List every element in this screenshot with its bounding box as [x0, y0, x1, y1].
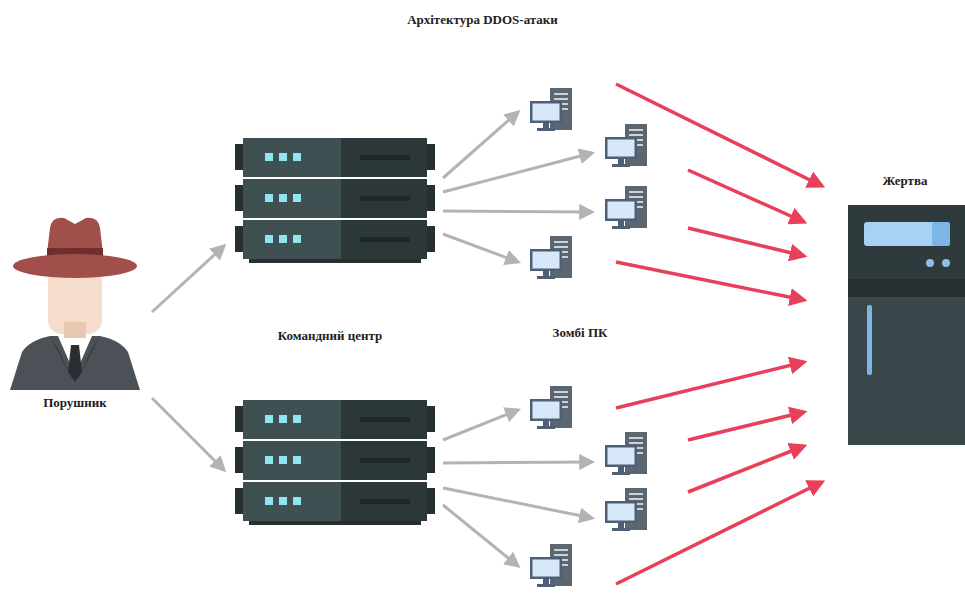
arrow-line [688, 228, 804, 256]
arrow-line [443, 112, 518, 178]
victim-server-part [867, 305, 872, 375]
victim-server-part [864, 222, 950, 246]
diagram-title: Архітектура DDOS-атаки [0, 12, 965, 28]
zombie-group-node: Зомбі ПК [515, 85, 690, 592]
attacker-figure-part [68, 345, 82, 382]
zombie-pcs-part [605, 186, 647, 229]
victim-server-part [942, 259, 950, 267]
attacker-figure-part [13, 254, 137, 278]
arrow-line [152, 398, 224, 470]
command-servers [235, 138, 435, 525]
arrow-line [616, 482, 822, 584]
arrow-line [616, 262, 804, 300]
arrow-line [688, 412, 804, 440]
zombie-pcs [530, 88, 647, 587]
node-label: Порушник [43, 395, 107, 411]
victim-server-part [848, 279, 965, 297]
zombie-pcs-part [605, 488, 647, 531]
attacker-figure-part [64, 322, 86, 338]
arrow-line [443, 234, 518, 262]
arrow-line [443, 488, 592, 518]
zombie-pcs-part [530, 88, 572, 131]
victim-server-part [848, 205, 965, 279]
arrow-line [443, 462, 592, 463]
zombie-pcs-part [605, 124, 647, 167]
attacker-figure-part [10, 336, 140, 390]
attack-arrows [152, 246, 224, 470]
attacker-figure-part [50, 336, 72, 380]
zombie-pcs-part [530, 544, 572, 587]
command-servers-part [235, 400, 435, 525]
arrow-line [443, 505, 518, 566]
zombie-pcs-part [530, 236, 572, 279]
attacker-figure [10, 218, 140, 390]
victim-server [848, 205, 965, 445]
arrow-line [616, 84, 822, 186]
attacker-node: Порушник [5, 215, 152, 430]
node-label: Командний центр [278, 328, 383, 344]
victim-node: Жертва [815, 165, 965, 450]
zombie-pcs-part [605, 432, 647, 475]
arrow-line [688, 170, 804, 222]
victim-server-part [932, 222, 950, 246]
victim-server-part [926, 259, 934, 267]
victim-server-part [848, 205, 965, 445]
arrow-line [152, 246, 224, 312]
attacker-figure-part [78, 336, 100, 380]
node-label: Жертва [883, 173, 928, 189]
arrow-line [443, 211, 592, 212]
command-servers-part [235, 138, 435, 263]
arrow-line [616, 362, 804, 408]
arrow-line [688, 446, 804, 492]
node-label: Зомбі ПК [553, 325, 608, 341]
arrow-line [443, 153, 592, 192]
attack-arrows [616, 84, 822, 584]
arrow-line [443, 410, 518, 440]
zombie-pcs-part [530, 386, 572, 429]
command-center-node: Командний центр [222, 135, 437, 530]
